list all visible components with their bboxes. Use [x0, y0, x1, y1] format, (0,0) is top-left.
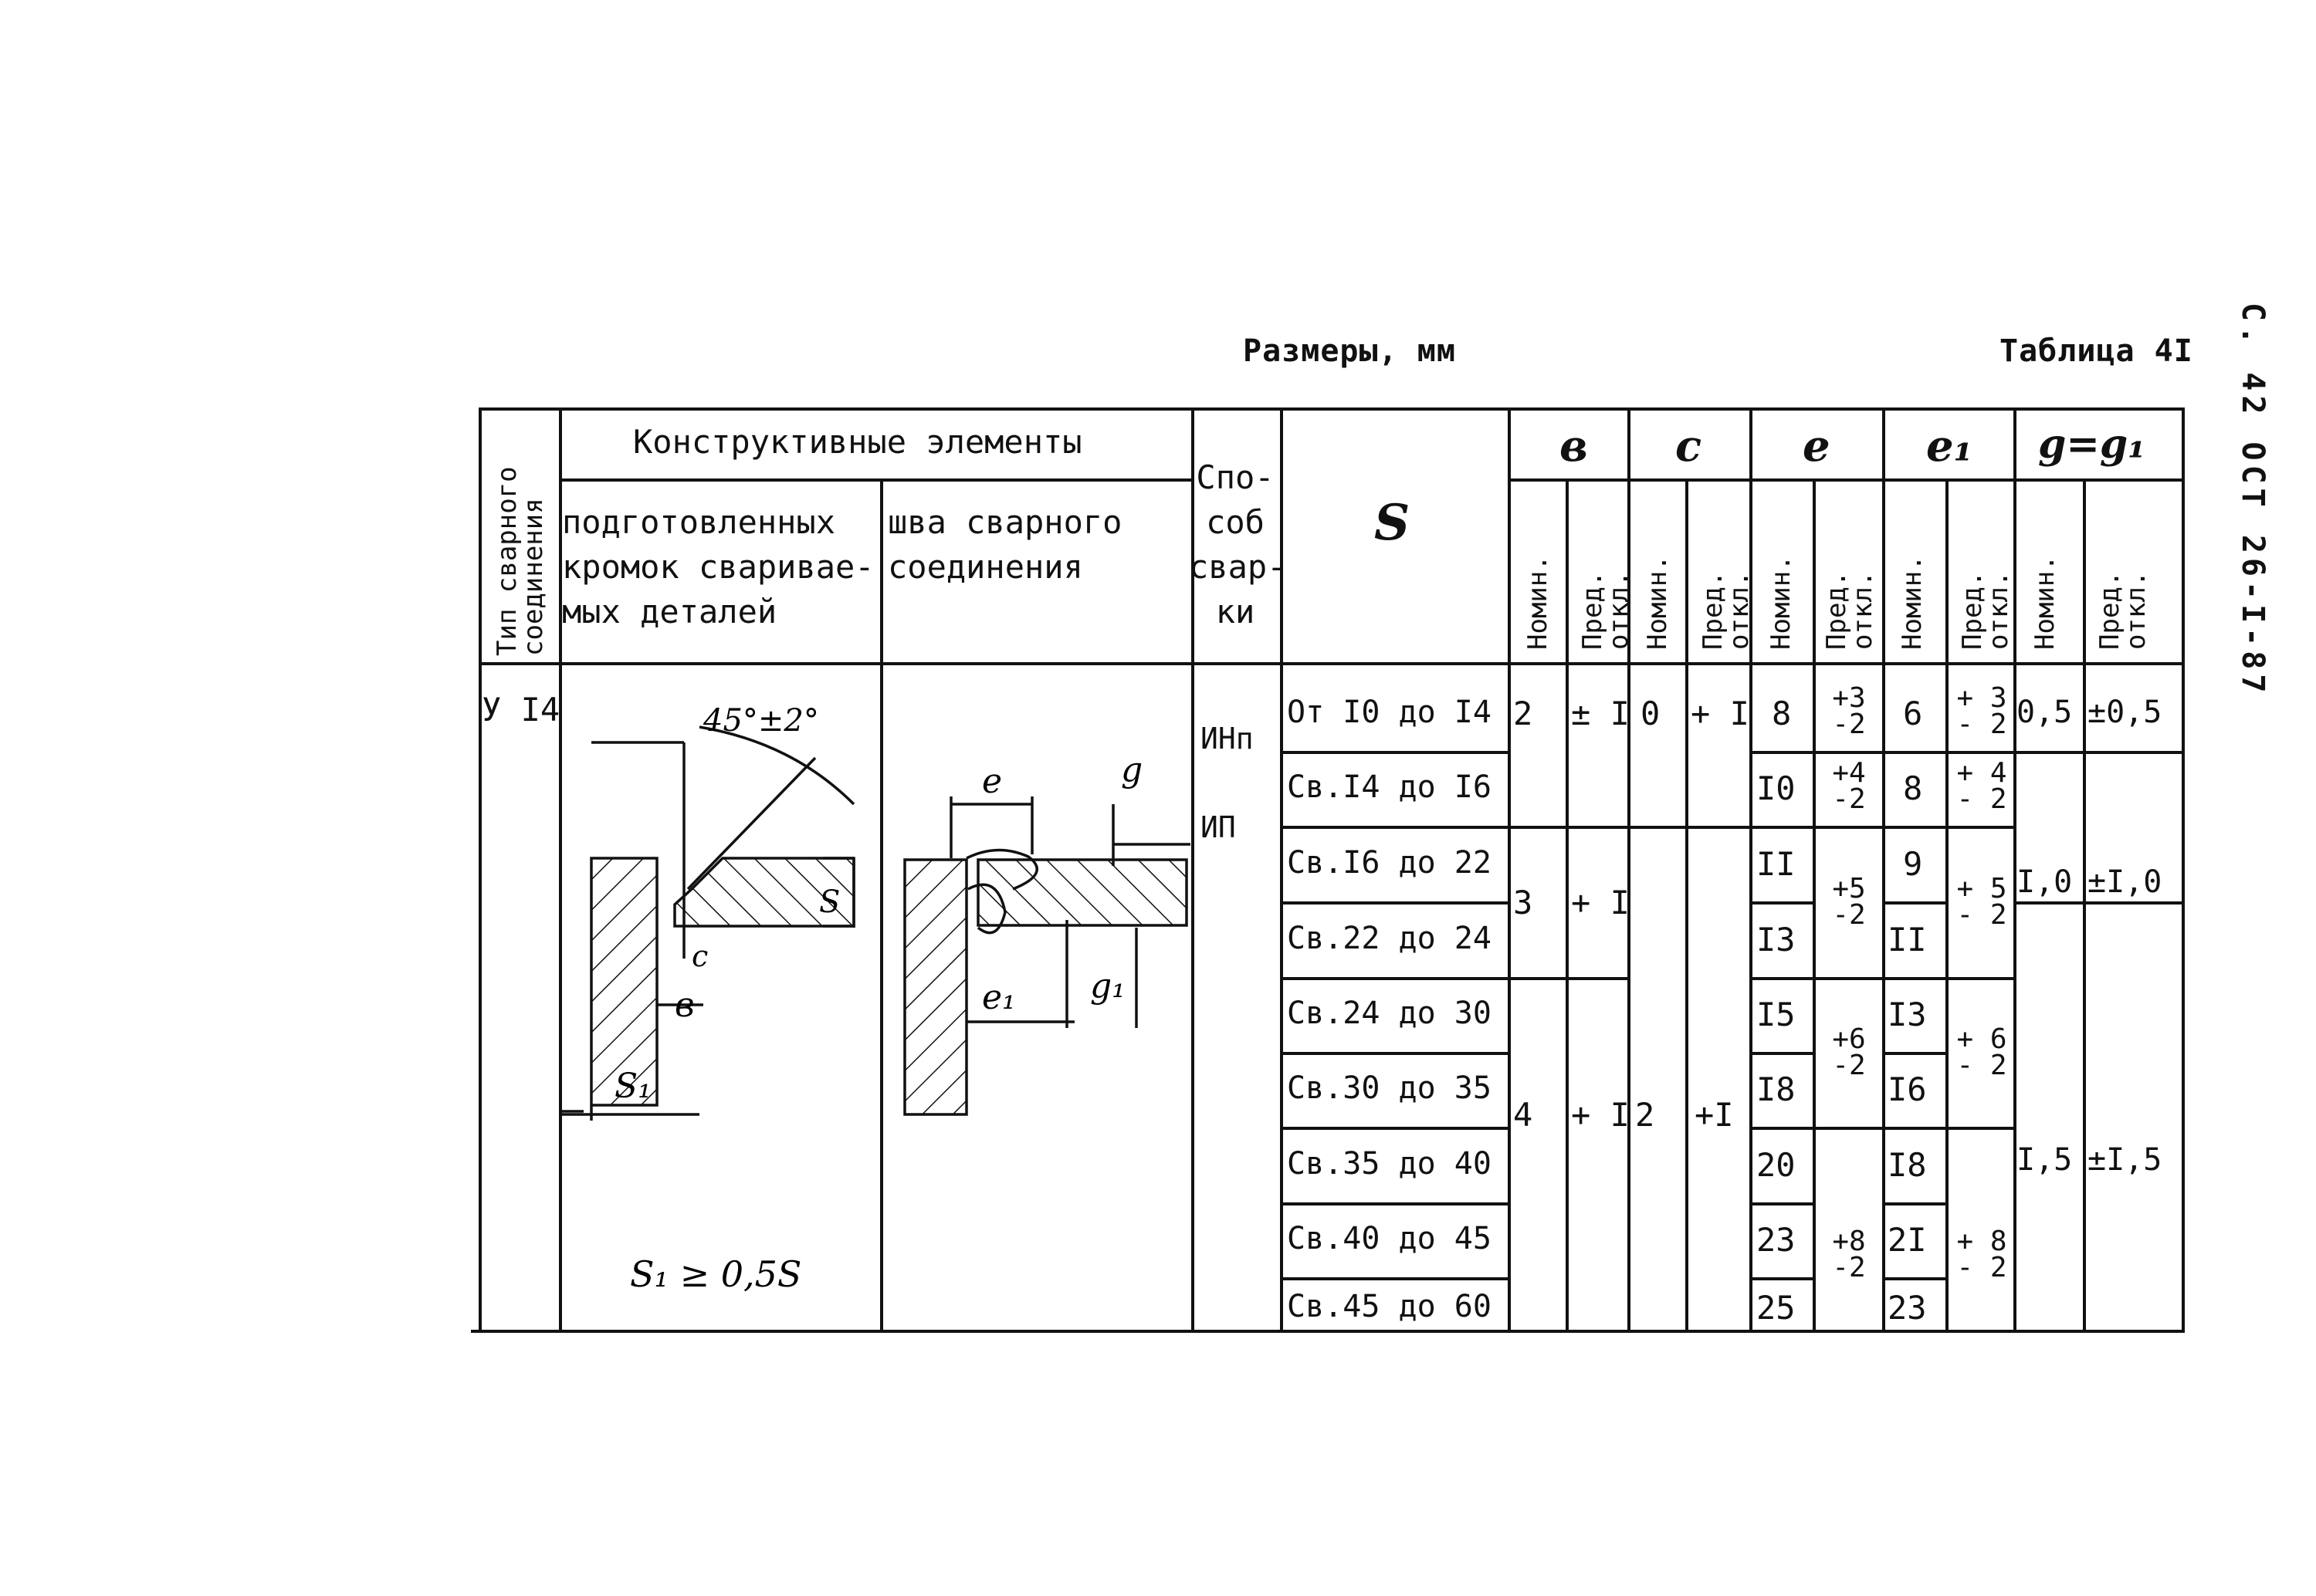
s-range-row-8: Св.40 до 45 — [1287, 1221, 1492, 1256]
c-tol-header: Пред.откл. — [1698, 570, 1755, 650]
constructive-elements-header: Конструктивные элементы — [633, 423, 1082, 461]
e1-nom-header: Номин. — [1897, 555, 1928, 650]
prepared-edges-header: подготовленных кромок сваривае- мых дета… — [562, 503, 875, 631]
e-tol-2: +4-2 — [1832, 757, 1866, 815]
joint-type-value: У I4 — [482, 691, 560, 729]
g-tol-header: Пред.откл. — [2094, 570, 2152, 650]
e1-nom-row-5: I3 — [1888, 996, 1927, 1033]
e-tol-1: +3-2 — [1832, 682, 1866, 740]
b-tol-header: Пред.откл. — [1577, 570, 1634, 650]
e-nom-row-4: I3 — [1756, 921, 1796, 959]
s-range-row-5: Св.24 до 30 — [1287, 996, 1492, 1031]
e1-nom-row-1: 6 — [1903, 695, 1923, 732]
g-header: g=g₁ — [2038, 421, 2146, 468]
g-nom-3: I,5 — [2016, 1142, 2073, 1178]
method-2: ИП — [1200, 810, 1236, 844]
e-tol-header: Пред.откл. — [1821, 570, 1878, 650]
s1-label-sketch: S₁ — [615, 1067, 652, 1106]
e-header: е — [1803, 421, 1830, 472]
e-nom-row-3: II — [1756, 845, 1796, 883]
e1-nom-row-9: 23 — [1888, 1289, 1927, 1327]
e1-tol-4: + 6- 2 — [1956, 1023, 2007, 1081]
b-nom-header: Номин. — [1522, 555, 1553, 650]
e-nom-row-5: I5 — [1756, 996, 1796, 1033]
e-tol-5: +8-2 — [1832, 1226, 1866, 1283]
c-nom-header: Номин. — [1642, 555, 1673, 650]
page-reference: С. 42 ОСТ 26-I-87 — [2235, 303, 2270, 698]
e1-nom-row-4: II — [1888, 921, 1927, 959]
bevel-angle-label: 45°±2° — [703, 703, 819, 739]
e1-label-sketch: e₁ — [982, 978, 1016, 1017]
s-range-row-6: Св.30 до 35 — [1287, 1070, 1492, 1106]
c-tol-1: + I — [1691, 695, 1749, 732]
g-nom-header: Номин. — [2030, 555, 2060, 650]
e-nom-row-7: 20 — [1756, 1146, 1796, 1184]
e-label-sketch: e — [982, 762, 1002, 801]
e-nom-row-2: I0 — [1756, 769, 1796, 807]
dimensions-caption: Размеры, мм — [1243, 333, 1456, 369]
weld-seam-header: шва сварного соединения — [888, 503, 1122, 586]
c-label-sketch: c — [692, 939, 708, 973]
c-header: с — [1675, 421, 1702, 472]
s-range-row-3: Св.I6 до 22 — [1287, 845, 1492, 881]
g1-label-sketch: g₁ — [1090, 966, 1126, 1006]
e-nom-row-1: 8 — [1772, 695, 1792, 732]
e1-tol-header: Пред.откл. — [1957, 570, 2014, 650]
e-nom-row-9: 25 — [1756, 1289, 1796, 1327]
b-label-sketch: в — [675, 986, 695, 1025]
method-1: ИНп — [1200, 722, 1254, 756]
e1-tol-5: + 8- 2 — [1956, 1226, 2007, 1283]
weld-seam-sketch: e g e₁ g₁ — [903, 750, 1190, 1116]
c-nom-1: 0 — [1640, 695, 1661, 732]
e1-nom-row-8: 2I — [1888, 1221, 1927, 1259]
b-header: в — [1559, 421, 1588, 472]
s-range-row-4: Св.22 до 24 — [1287, 921, 1492, 956]
s-range-row-7: Св.35 до 40 — [1287, 1146, 1492, 1182]
b-tol-1: ± I — [1571, 695, 1630, 732]
e-tol-3: +5-2 — [1832, 873, 1866, 931]
b-tol-2: + I — [1571, 884, 1630, 921]
e1-header: е₁ — [1926, 421, 1973, 472]
b-nom-2: 3 — [1513, 884, 1533, 921]
g-tol-3: ±I,5 — [2087, 1142, 2162, 1178]
welding-method-header: Спо- соб свар- ки — [1189, 458, 1287, 631]
s-label-sketch: S — [819, 884, 840, 920]
b-tol-3: + I — [1571, 1096, 1630, 1134]
s-range-row-9: Св.45 до 60 — [1287, 1289, 1492, 1324]
s1-condition-note: S₁ ≥ 0,5S — [630, 1253, 801, 1295]
b-nom-3: 4 — [1513, 1096, 1533, 1134]
g-nom-2: I,0 — [2016, 864, 2073, 900]
e1-tol-3: + 5- 2 — [1956, 873, 2007, 931]
e1-tol-2: + 4- 2 — [1956, 757, 2007, 815]
prepared-edges-sketch: 45°±2° S c в S₁ S₁ ≥ 0,5S — [560, 703, 855, 1295]
e1-tol-1: + 3- 2 — [1956, 682, 2007, 740]
e-nom-row-8: 23 — [1756, 1221, 1796, 1259]
table-number: Таблица 4I — [1999, 333, 2193, 369]
b-nom-1: 2 — [1513, 695, 1533, 732]
g-tol-1: ±0,5 — [2087, 695, 2162, 730]
e1-nom-row-7: I8 — [1888, 1146, 1927, 1184]
e1-nom-row-6: I6 — [1888, 1070, 1927, 1108]
g-nom-1: 0,5 — [2016, 695, 2073, 730]
c-tol-2: +I — [1695, 1096, 1734, 1134]
g-tol-2: ±I,0 — [2087, 864, 2162, 900]
joint-type-header: Тип сварного соединения — [492, 466, 549, 656]
g-label-sketch: g — [1121, 750, 1143, 790]
e-nom-row-6: I8 — [1756, 1070, 1796, 1108]
e1-nom-row-2: 8 — [1903, 769, 1923, 807]
e-nom-header: Номин. — [1766, 555, 1796, 650]
s-range-row-1: От I0 до I4 — [1287, 695, 1492, 730]
e1-nom-row-3: 9 — [1903, 845, 1923, 883]
c-nom-2: 2 — [1635, 1096, 1655, 1134]
s-header: S — [1374, 494, 1410, 552]
e-tol-4: +6-2 — [1832, 1023, 1866, 1081]
s-range-row-2: Св.I4 до I6 — [1287, 769, 1492, 805]
